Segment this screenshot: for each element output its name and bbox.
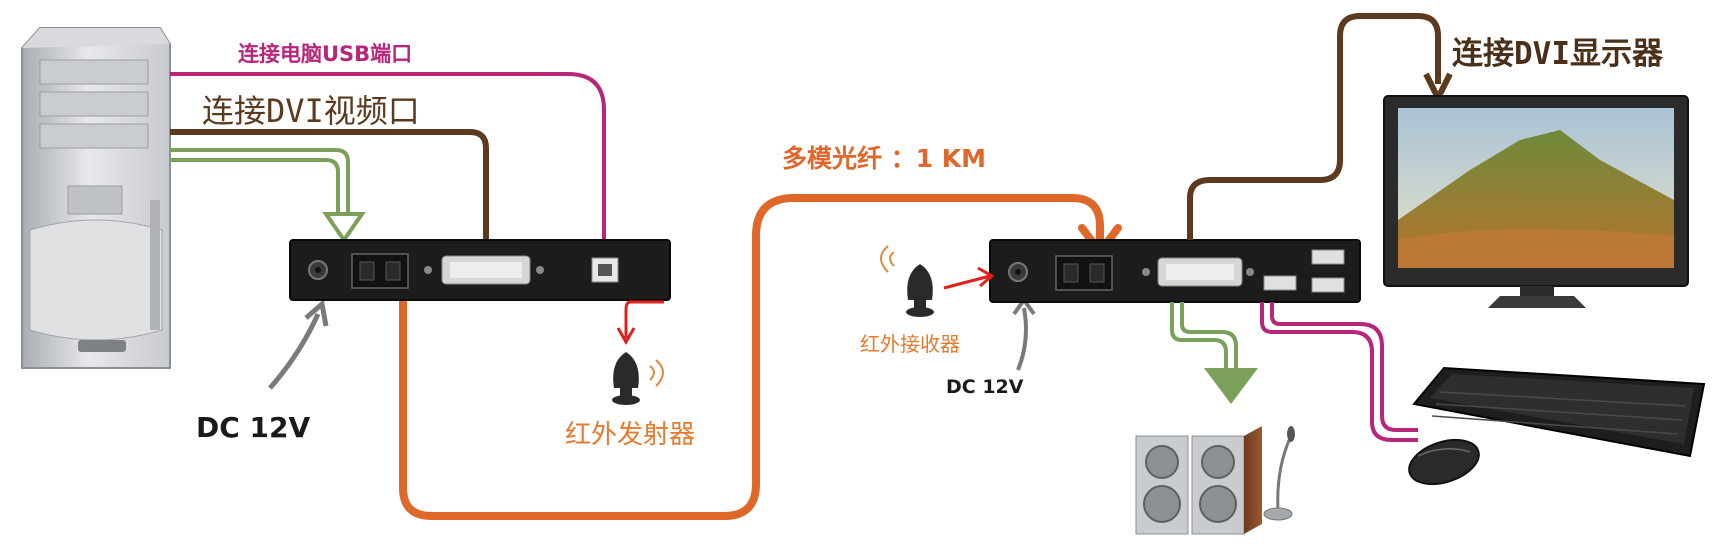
label-dvi-input: 连接DVI视频口 <box>202 92 420 130</box>
keyboard-icon <box>1412 366 1706 458</box>
monitor-icon <box>1383 95 1689 308</box>
dc-power-arrow-left <box>268 312 321 390</box>
label-dvi-display: 连接DVI显示器 <box>1452 36 1663 72</box>
ir-signal-line-rx <box>943 274 991 290</box>
pc-tower-icon <box>21 27 171 369</box>
label-usb-connect: 连接电脑USB端口 <box>238 42 413 66</box>
kvm-receiver-icon <box>989 239 1361 303</box>
usb-cable <box>170 72 606 272</box>
usb-output-cable <box>1260 302 1418 442</box>
fiber-cable <box>399 194 1104 520</box>
dc-power-arrow-right <box>1016 307 1028 371</box>
label-ir-transmitter: 红外发射器 <box>565 420 696 450</box>
audio-output-cable <box>1170 302 1238 368</box>
label-ir-receiver: 红外接收器 <box>860 332 960 356</box>
kvm-transmitter-icon <box>289 239 671 301</box>
ir-signal-line-tx <box>624 300 664 338</box>
ir-transmitter-icon <box>612 352 664 405</box>
microphone-icon <box>1263 426 1295 521</box>
label-dc-right: DC 12V <box>946 376 1024 398</box>
label-dc-left: DC 12V <box>196 411 311 444</box>
ir-receiver-icon <box>880 245 934 317</box>
dvi-input-cable <box>170 129 489 266</box>
dvi-output-cable <box>1187 13 1441 240</box>
speakers-icon <box>1135 426 1262 535</box>
audio-input-cable <box>170 148 350 214</box>
label-fiber: 多模光纤 ：1 KM <box>782 144 987 173</box>
mouse-icon <box>1408 438 1480 486</box>
